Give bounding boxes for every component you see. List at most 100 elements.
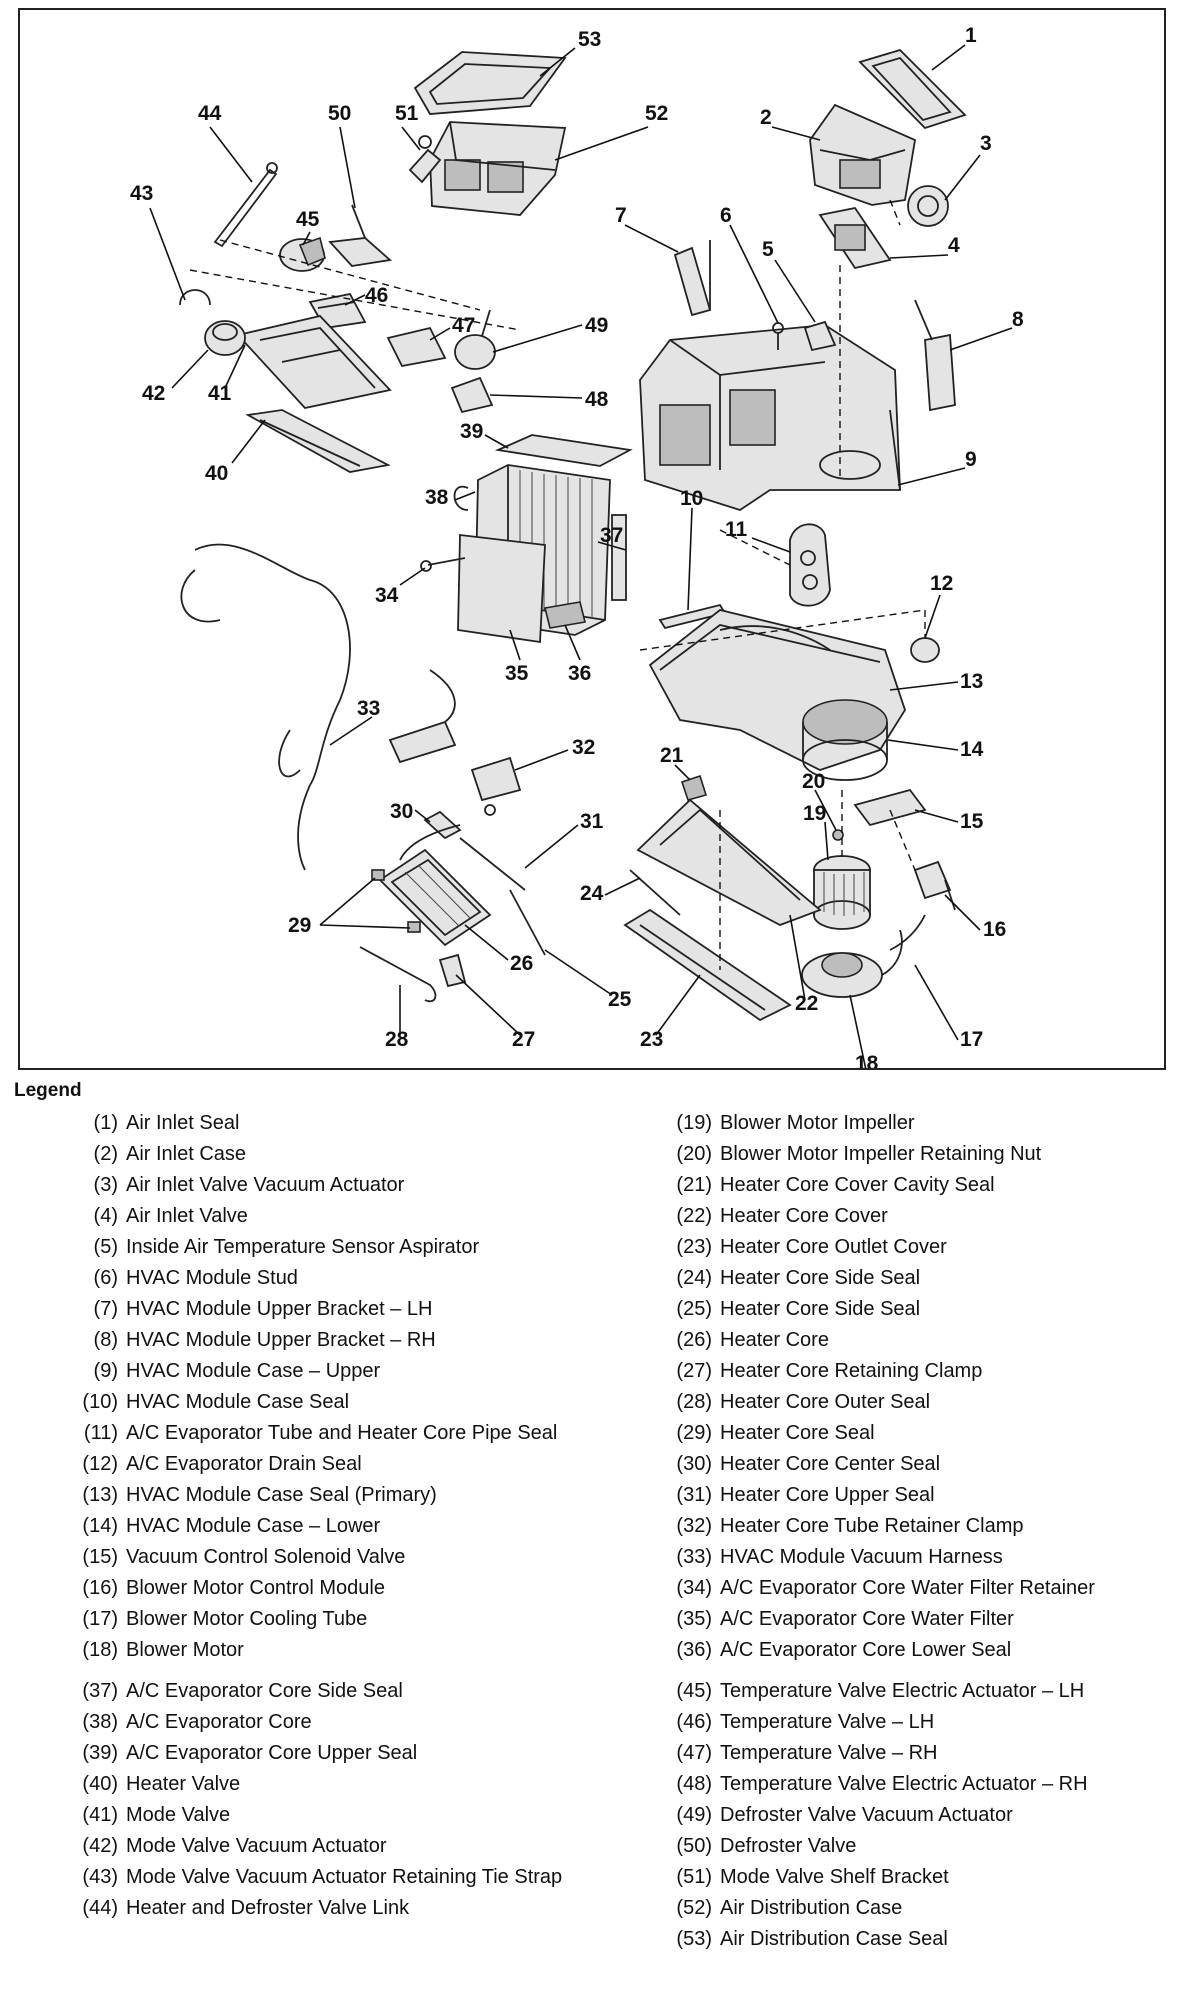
legend-label: Mode Valve Vacuum Actuator (126, 1835, 387, 1857)
callout-37: 37 (600, 524, 623, 547)
legend-item: (37)A/C Evaporator Core Side Seal (56, 1676, 596, 1707)
legend-label: A/C Evaporator Core Water Filter Retaine… (720, 1577, 1095, 1599)
legend-item: (34)A/C Evaporator Core Water Filter Ret… (650, 1573, 1180, 1604)
callout-39: 39 (460, 420, 483, 443)
callout-9: 9 (965, 448, 977, 471)
legend-item: (10)HVAC Module Case Seal (56, 1387, 596, 1418)
legend-column-right: (19)Blower Motor Impeller (20)Blower Mot… (650, 1108, 1180, 1955)
part-20-drawing (832, 829, 844, 841)
part-53-drawing (413, 51, 567, 115)
part-21-drawing (680, 774, 708, 801)
legend-number: (44) (82, 1897, 118, 1919)
legend-item: (33)HVAC Module Vacuum Harness (650, 1542, 1180, 1573)
legend-item: (42)Mode Valve Vacuum Actuator (56, 1831, 596, 1862)
callout-5: 5 (762, 238, 774, 261)
part-37-drawing (611, 514, 627, 601)
legend-label: Heater Core Cover (720, 1205, 888, 1227)
legend-label: Heater and Defroster Valve Link (126, 1897, 410, 1919)
legend-number: (20) (676, 1143, 712, 1165)
legend-number: (25) (676, 1298, 712, 1320)
legend-number: (4) (93, 1205, 118, 1227)
part-45-drawing (279, 236, 326, 272)
part-drawings (179, 48, 967, 1022)
legend-number: (23) (676, 1236, 712, 1258)
legend-column-left: (1)Air Inlet Seal (2)Air Inlet Case (3)A… (56, 1108, 596, 1924)
legend-number: (19) (676, 1112, 712, 1134)
legend-item: (23)Heater Core Outlet Cover (650, 1232, 1180, 1263)
legend-item: (39)A/C Evaporator Core Upper Seal (56, 1738, 596, 1769)
part-39-drawing (494, 434, 633, 467)
legend-number: (16) (82, 1577, 118, 1599)
legend-label: HVAC Module Case Seal (Primary) (126, 1484, 437, 1506)
legend-item: (11)A/C Evaporator Tube and Heater Core … (56, 1418, 596, 1449)
legend-number: (15) (82, 1546, 118, 1568)
legend-number: (9) (93, 1360, 118, 1382)
legend-label: A/C Evaporator Core (126, 1711, 312, 1733)
legend-item: (29)Heater Core Seal (650, 1418, 1180, 1449)
legend-item: (6)HVAC Module Stud (56, 1263, 596, 1294)
callout-25: 25 (608, 988, 632, 1011)
part-07-drawing (673, 240, 712, 317)
legend-label: Heater Core Side Seal (720, 1267, 921, 1289)
legend-number: (33) (676, 1546, 712, 1568)
callout-35: 35 (505, 662, 529, 685)
legend-label: HVAC Module Case Seal (126, 1391, 350, 1413)
legend-label: Air Inlet Valve Vacuum Actuator (126, 1174, 405, 1196)
legend-label: Temperature Valve – RH (720, 1742, 938, 1764)
callout-15: 15 (960, 810, 984, 833)
legend-number: (18) (82, 1639, 118, 1661)
legend-number: (35) (676, 1608, 712, 1630)
legend-label: Mode Valve Vacuum Actuator Retaining Tie… (126, 1866, 563, 1888)
legend-item: (49)Defroster Valve Vacuum Actuator (650, 1800, 1180, 1831)
callout-51: 51 (395, 102, 419, 125)
callout-28: 28 (385, 1028, 409, 1051)
callout-38: 38 (425, 486, 449, 509)
legend-item: (17)Blower Motor Cooling Tube (56, 1604, 596, 1635)
callout-13: 13 (960, 670, 983, 693)
legend-number: (7) (93, 1298, 118, 1320)
part-22-drawing (636, 798, 822, 926)
legend-number: (46) (676, 1711, 712, 1733)
part-48-drawing (450, 376, 494, 414)
legend-item: (12)A/C Evaporator Drain Seal (56, 1449, 596, 1480)
legend-label: A/C Evaporator Core Lower Seal (720, 1639, 1012, 1661)
part-29-drawing (371, 869, 421, 933)
part-17-drawing (889, 914, 926, 951)
callout-26: 26 (510, 952, 533, 975)
legend-label: Air Inlet Case (126, 1143, 247, 1165)
part-24-drawing (629, 869, 681, 916)
part-19-drawing (813, 855, 871, 930)
legend-number: (13) (82, 1484, 118, 1506)
part-42-drawing (204, 320, 246, 356)
legend-number: (43) (82, 1866, 118, 1888)
part-18-drawing (801, 929, 903, 998)
legend-label: Air Distribution Case Seal (720, 1928, 948, 1950)
legend-label: Vacuum Control Solenoid Valve (126, 1546, 406, 1568)
legend-item: (4)Air Inlet Valve (56, 1201, 596, 1232)
legend-number: (26) (676, 1329, 712, 1351)
legend-item: (26)Heater Core (650, 1325, 1180, 1356)
legend-label: Heater Core Seal (720, 1422, 875, 1444)
callout-12: 12 (930, 572, 953, 595)
callout-30: 30 (390, 800, 413, 823)
legend-number: (24) (676, 1267, 712, 1289)
part-16-drawing (913, 860, 956, 911)
legend-item: (19)Blower Motor Impeller (650, 1108, 1180, 1139)
legend-label: Mode Valve Shelf Bracket (720, 1866, 949, 1888)
legend-label: HVAC Module Case – Lower (126, 1515, 381, 1537)
legend-number: (49) (676, 1804, 712, 1826)
callout-32: 32 (572, 736, 595, 759)
part-34-drawing (420, 557, 466, 572)
legend-number: (53) (676, 1928, 712, 1950)
callout-24: 24 (580, 882, 604, 905)
part-23-drawing (623, 908, 792, 1022)
part-35-drawing (457, 533, 546, 644)
callout-11: 11 (725, 518, 748, 541)
callout-22: 22 (795, 992, 818, 1015)
callout-14: 14 (960, 738, 984, 761)
callout-42: 42 (142, 382, 165, 405)
legend-item: (38)A/C Evaporator Core (56, 1707, 596, 1738)
callout-21: 21 (660, 744, 684, 767)
legend-label: Temperature Valve Electric Actuator – LH (720, 1680, 1085, 1702)
callout-7: 7 (615, 204, 627, 227)
